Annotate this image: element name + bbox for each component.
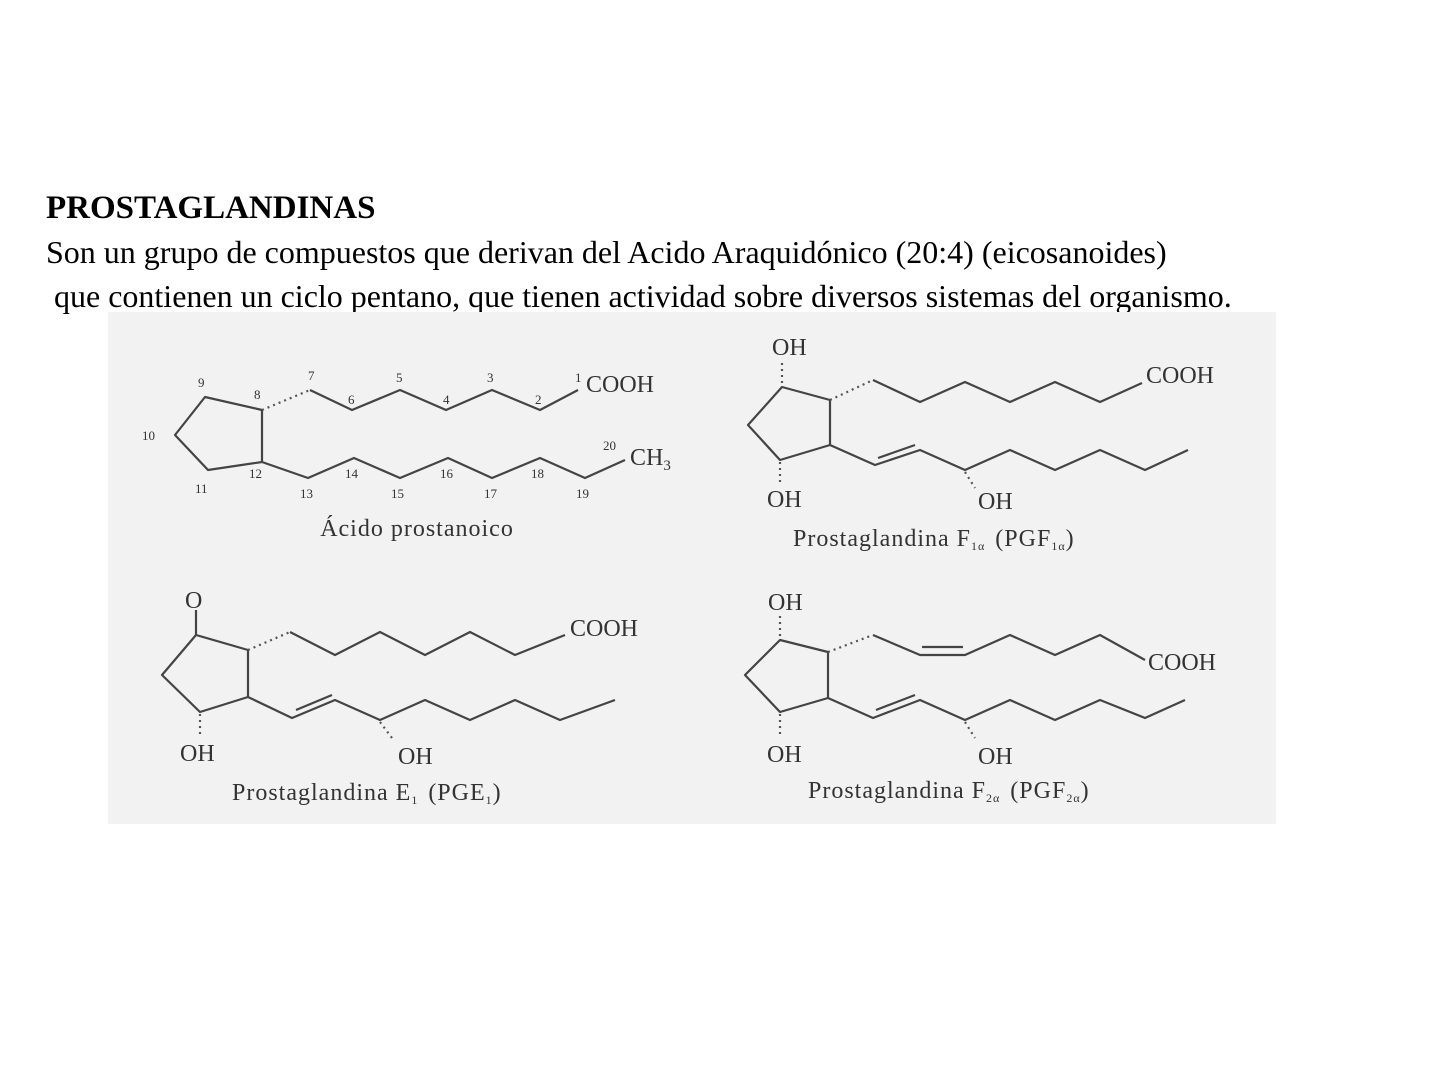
structure-label: OH [772, 335, 807, 361]
structure-label: ) [1081, 778, 1090, 804]
structure-label: 20 [603, 438, 616, 453]
structure-label: 13 [300, 486, 313, 501]
structure-label: 19 [576, 486, 589, 501]
chemical-bond [827, 696, 1186, 722]
caption: Ácido prostanoico [320, 516, 514, 542]
dashed-bond [261, 388, 311, 412]
structure-label: COOH [1148, 650, 1216, 676]
structure-label: COOH [586, 372, 654, 398]
lower-chain [261, 456, 626, 480]
heading: PROSTAGLANDINAS [46, 190, 376, 226]
chemical-bond [295, 693, 333, 712]
structure-label: ) [1066, 526, 1075, 552]
structure-pgf2a: OH COOH OH OH Prostaglandina F2α(PGF2α) [743, 590, 1216, 805]
chemical-bond [872, 633, 1146, 661]
structure-label: 2 [535, 392, 542, 407]
cyclopentane-ring [173, 395, 264, 472]
chemical-bond [872, 379, 1143, 404]
structure-pge1: O COOH OH OH Prostaglandina E1(PGE1) [160, 588, 638, 807]
chemical-bond [743, 638, 830, 714]
structure-label: 15 [391, 486, 404, 501]
paragraph-line-1: Son un grupo de compuestos que derivan d… [46, 234, 1167, 270]
structure-label: 4 [443, 392, 450, 407]
structure-label: OH [768, 590, 803, 616]
structure-label: (PGF [1010, 778, 1066, 804]
paragraph-line-2: que contienen un ciclo pentano, que tien… [54, 278, 1232, 314]
structure-label: 9 [198, 375, 205, 390]
structure-label: 2α [1066, 791, 1080, 805]
structure-label: ) [493, 780, 502, 806]
structure-label: 1 [575, 370, 582, 385]
structure-label: 18 [531, 466, 544, 481]
structure-label: 3 [663, 458, 671, 474]
structure-label: Prostaglandina E1(PGE1) [232, 780, 502, 807]
structure-label: OH [767, 487, 802, 513]
chemical-bond [746, 385, 832, 462]
structure-label: OH [978, 744, 1013, 770]
structure-label: 8 [254, 387, 261, 402]
structure-prostanoic-acid: 1 2 3 4 5 6 7 8 9 10 11 12 13 14 15 16 1… [142, 368, 671, 542]
structure-label: OH [978, 489, 1013, 515]
structure-label: (PGF [995, 526, 1051, 552]
structure-label: Prostaglandina E [232, 780, 411, 806]
figure-background [108, 312, 1276, 824]
structure-label: CH3 [630, 445, 671, 474]
structure-label: 1 [486, 793, 493, 807]
structure-label: 14 [345, 466, 359, 481]
chemical-bond [289, 630, 566, 657]
chemical-bond [827, 633, 874, 654]
structure-label: (PGE [428, 780, 485, 806]
chemical-bond [875, 693, 916, 712]
structure-label: 16 [440, 466, 454, 481]
structure-label: 10 [142, 428, 155, 443]
structure-label: 11 [195, 481, 208, 496]
structure-label: 12 [249, 466, 262, 481]
structure-label: Prostaglandina F2α(PGF2α) [808, 778, 1090, 805]
structure-label: OH [180, 741, 215, 767]
chemical-bond [829, 443, 1189, 472]
structure-label: OH [398, 744, 433, 770]
structure-label: 1 [411, 793, 418, 807]
structure-label: 6 [348, 392, 355, 407]
structure-label: Prostaglandina F1α(PGF1α) [793, 526, 1075, 553]
structure-label: COOH [570, 616, 638, 642]
chemical-bond [247, 630, 291, 652]
structure-label: Prostaglandina F [793, 526, 971, 552]
structure-label: Prostaglandina F [808, 778, 986, 804]
upper-chain [309, 388, 579, 412]
structure-label: 1α [1051, 539, 1065, 553]
structure-label: COOH [1146, 363, 1214, 389]
structure-label: 5 [396, 370, 403, 385]
structure-label: OH [767, 742, 802, 768]
chemical-bond [829, 379, 874, 401]
chemical-bond [247, 696, 616, 722]
structure-label: 1α [971, 539, 985, 553]
structure-pgf1a: OH COOH OH OH Prostaglandina F1α(PGF1α) [746, 335, 1214, 553]
structure-label: 3 [487, 370, 494, 385]
structure-label: 7 [308, 368, 315, 383]
chemical-bond [160, 633, 250, 714]
structure-label: O [185, 588, 202, 614]
structure-label: CH [630, 445, 663, 471]
chemical-bond: 1 2 3 4 5 6 7 8 9 10 11 12 13 14 15 16 1… [142, 368, 616, 501]
structure-label: 17 [484, 486, 498, 501]
chemical-bond [877, 443, 916, 460]
structure-label: 2α [986, 791, 1000, 805]
